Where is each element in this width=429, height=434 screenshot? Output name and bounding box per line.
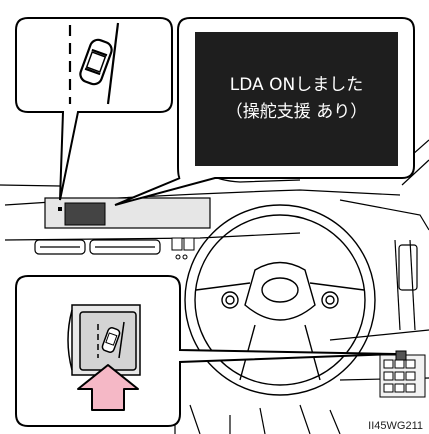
figure-id: II45WG211 [366,420,425,432]
lower-switch-panel [379,354,426,398]
lane-indicator-callout [15,17,173,201]
left-air-vents [34,239,161,255]
multi-information-display [195,32,398,166]
lda-indicator-light [58,207,62,211]
side-control-buttons [171,237,195,260]
center-display-screen [64,202,106,226]
lda-switch-icon [97,321,125,359]
steering-wheel [184,204,376,396]
press-arrow-icon [77,364,139,411]
lda-switch-location [395,350,407,361]
lda-lane-car-icon [68,22,120,105]
